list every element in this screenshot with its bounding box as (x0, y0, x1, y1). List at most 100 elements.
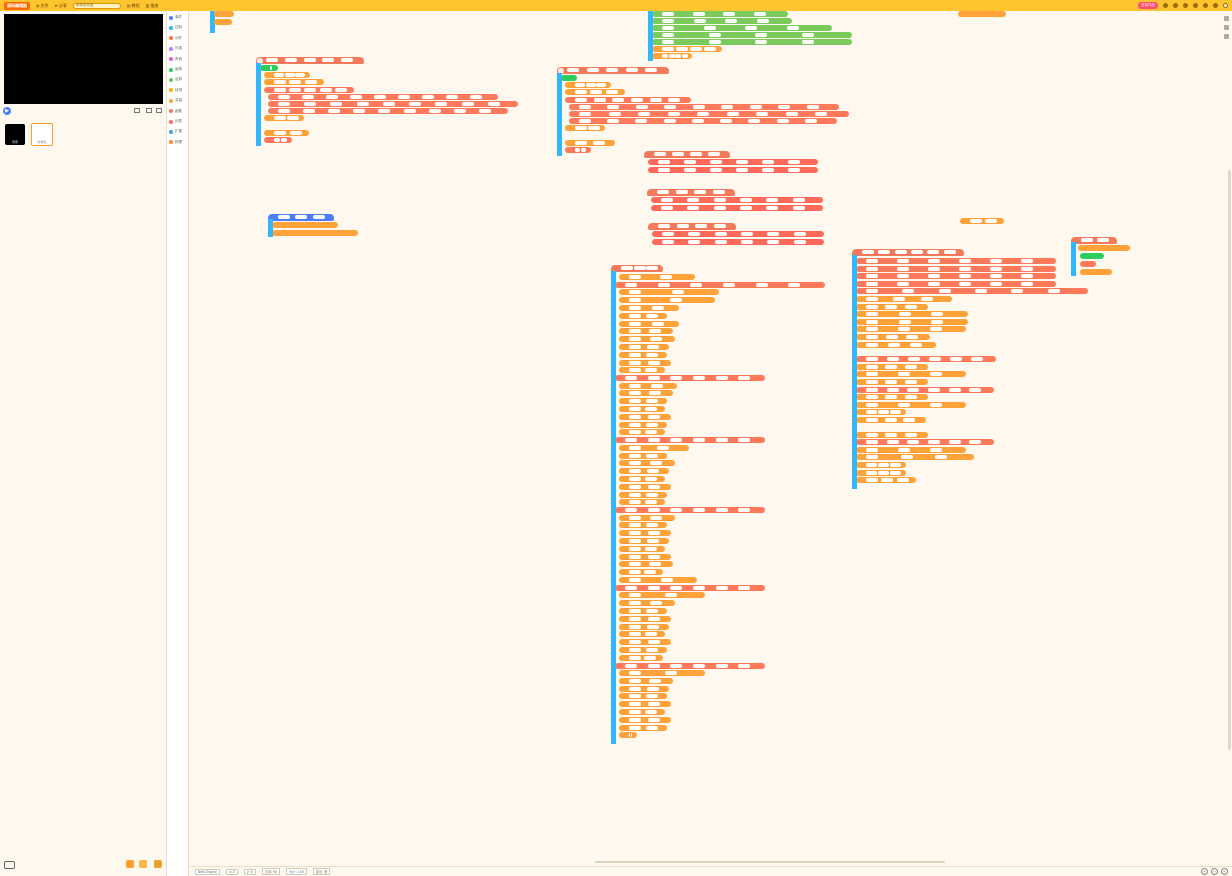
block-input-slot[interactable] (681, 54, 688, 58)
block-input-slot[interactable] (662, 47, 674, 51)
code-block[interactable] (856, 341, 936, 348)
code-block[interactable] (1080, 261, 1096, 267)
block-input-slot[interactable] (648, 616, 660, 621)
code-block[interactable] (619, 522, 667, 529)
block-input-slot[interactable] (575, 126, 587, 131)
block-input-slot[interactable] (295, 73, 306, 78)
block-input-slot[interactable] (581, 148, 586, 152)
block-input-slot[interactable] (649, 562, 661, 567)
size-field[interactable]: 大小: 100 (286, 868, 307, 875)
code-block[interactable] (856, 462, 906, 468)
block-input-slot[interactable] (740, 198, 752, 202)
code-block[interactable] (619, 460, 675, 467)
add-sprite-icon[interactable] (126, 860, 134, 868)
block-input-slot[interactable] (629, 554, 641, 559)
block-input-slot[interactable] (648, 484, 660, 489)
code-block[interactable] (856, 469, 906, 476)
block-input-slot[interactable] (657, 190, 669, 194)
block-input-slot[interactable] (662, 240, 674, 244)
block-input-slot[interactable] (662, 33, 674, 37)
block-input-slot[interactable] (665, 593, 677, 598)
block-input-slot[interactable] (629, 523, 641, 528)
block-input-slot[interactable] (904, 395, 917, 400)
direction-field[interactable]: 方向: 90 (261, 868, 281, 875)
block-input-slot[interactable] (585, 83, 596, 88)
fullscreen-icon[interactable] (146, 108, 152, 113)
block-input-slot[interactable] (278, 109, 290, 114)
block-input-slot[interactable] (866, 410, 878, 415)
block-input-slot[interactable] (767, 240, 780, 244)
block-input-slot[interactable] (778, 104, 791, 109)
block-input-slot[interactable] (629, 717, 641, 722)
zoom-out-icon[interactable]: − (1211, 868, 1218, 875)
block-input-slot[interactable] (928, 274, 940, 279)
block-input-slot[interactable] (928, 440, 940, 445)
code-block[interactable] (652, 39, 852, 45)
code-block[interactable] (619, 475, 665, 482)
block-input-slot[interactable] (878, 410, 890, 415)
zoom-in-icon[interactable]: + (1201, 868, 1208, 875)
block-input-slot[interactable] (971, 357, 983, 362)
block-input-slot[interactable] (646, 492, 658, 497)
code-block[interactable] (619, 491, 667, 498)
code-block[interactable] (619, 646, 667, 653)
block-input-slot[interactable] (930, 327, 942, 332)
code-block[interactable] (856, 356, 996, 363)
block-input-slot[interactable] (903, 418, 916, 422)
block-input-slot[interactable] (646, 352, 658, 357)
block-input-slot[interactable] (596, 83, 607, 88)
block-input-slot[interactable] (904, 304, 917, 309)
code-block[interactable] (619, 390, 673, 397)
avatar-icon[interactable] (1223, 3, 1228, 8)
block-input-slot[interactable] (650, 601, 662, 606)
block-input-slot[interactable] (645, 476, 657, 481)
chat-icon[interactable] (1183, 3, 1188, 8)
block-input-slot[interactable] (629, 445, 641, 450)
block-input-slot[interactable] (629, 492, 641, 497)
block-input-slot[interactable] (662, 54, 668, 58)
block-input-slot[interactable] (911, 250, 923, 254)
block-input-slot[interactable] (662, 12, 674, 16)
block-input-slot[interactable] (629, 725, 641, 730)
block-input-slot[interactable] (645, 710, 657, 714)
block-input-slot[interactable] (629, 647, 641, 652)
code-block[interactable] (856, 296, 952, 302)
code-block[interactable] (619, 631, 665, 638)
block-input-slot[interactable] (762, 168, 774, 172)
block-input-slot[interactable] (910, 342, 922, 347)
block-input-slot[interactable] (866, 342, 878, 347)
block-input-slot[interactable] (670, 508, 683, 513)
code-block[interactable] (652, 239, 824, 245)
block-input-slot[interactable] (319, 87, 332, 92)
block-input-slot[interactable] (900, 455, 913, 460)
block-input-slot[interactable] (647, 624, 659, 629)
block-input-slot[interactable] (690, 152, 702, 156)
block-input-slot[interactable] (866, 455, 878, 460)
block-input-slot[interactable] (690, 47, 702, 51)
block-input-slot[interactable] (593, 140, 605, 145)
function-hat-block[interactable] (611, 265, 663, 272)
gift-icon[interactable] (1173, 3, 1178, 8)
block-input-slot[interactable] (649, 329, 661, 334)
block-input-slot[interactable] (645, 546, 657, 551)
block-input-slot[interactable] (629, 290, 641, 295)
redo-icon[interactable] (1224, 34, 1229, 39)
block-input-slot[interactable] (792, 198, 805, 202)
block-input-slot[interactable] (866, 327, 878, 332)
code-block[interactable] (619, 639, 671, 646)
block-input-slot[interactable] (886, 440, 899, 445)
block-input-slot[interactable] (885, 364, 898, 369)
vertical-scrollbar[interactable] (1228, 170, 1231, 750)
code-block[interactable] (619, 328, 673, 335)
code-block[interactable] (856, 394, 928, 401)
block-input-slot[interactable] (788, 282, 801, 287)
block-input-slot[interactable] (645, 68, 658, 72)
block-input-slot[interactable] (1011, 289, 1024, 294)
block-input-slot[interactable] (801, 40, 814, 44)
block-input-slot[interactable] (904, 364, 917, 369)
block-input-slot[interactable] (931, 319, 944, 324)
block-input-slot[interactable] (461, 102, 474, 106)
block-input-slot[interactable] (646, 453, 658, 458)
block-input-slot[interactable] (647, 438, 660, 443)
code-block[interactable] (561, 75, 577, 81)
